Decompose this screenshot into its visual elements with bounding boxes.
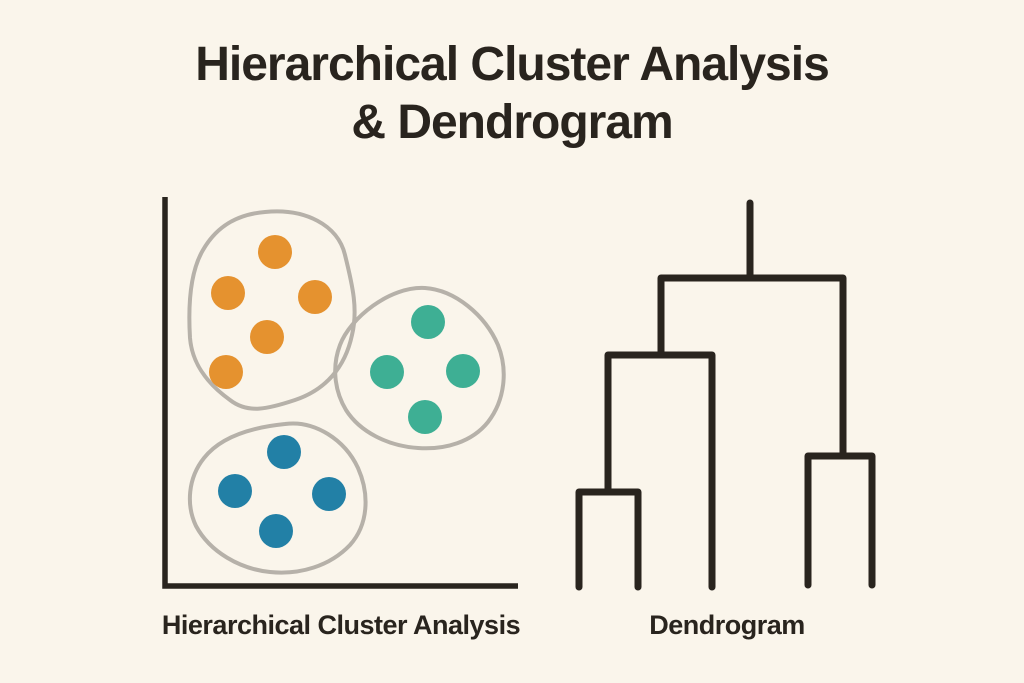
title-line-1: Hierarchical Cluster Analysis — [195, 38, 830, 91]
orange-cluster-outline — [187, 209, 357, 411]
teal-cluster-point — [411, 305, 445, 339]
blue-cluster-point — [259, 514, 293, 548]
orange-cluster-point — [211, 276, 245, 310]
teal-cluster-point — [408, 400, 442, 434]
blue-cluster-outline — [187, 421, 368, 575]
scatter-axes — [162, 197, 518, 589]
orange-cluster-point — [209, 355, 243, 389]
blue-cluster-point — [218, 474, 252, 508]
teal-cluster-outline — [333, 285, 506, 451]
dendrogram-branch-3 — [604, 351, 716, 591]
orange-cluster-point — [250, 320, 284, 354]
figure-title: Hierarchical Cluster Analysis & Dendrogr… — [0, 36, 1024, 152]
blue-cluster-point — [312, 477, 346, 511]
teal-cluster-point — [370, 355, 404, 389]
title-line-2: & Dendrogram — [351, 96, 673, 149]
dendrogram-branch-4 — [575, 488, 642, 591]
dendrogram-branch-5 — [804, 452, 876, 589]
scatter-caption: Hierarchical Cluster Analysis — [161, 610, 521, 640]
blue-cluster-point — [267, 435, 301, 469]
orange-cluster-point — [298, 280, 332, 314]
orange-cluster-point — [258, 235, 292, 269]
teal-cluster-point — [446, 354, 480, 388]
dendrogram-branch-2 — [657, 274, 847, 460]
dendrogram-caption: Dendrogram — [649, 610, 805, 640]
